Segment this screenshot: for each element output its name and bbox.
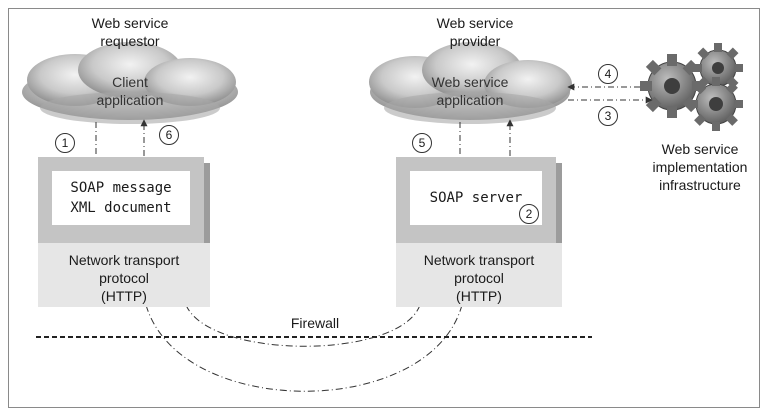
firewall-label: Firewall	[290, 315, 340, 331]
gears-icon	[640, 43, 743, 131]
step-1-marker: 1	[55, 133, 75, 153]
requestor-title-line2: requestor	[100, 33, 160, 49]
ws-application-label: Web service application	[415, 73, 525, 109]
step-3-marker: 3	[598, 106, 618, 126]
soap-message-line1: SOAP message	[70, 180, 172, 196]
soap-server-box: SOAP server	[410, 171, 542, 225]
provider-transport-panel: Network transport protocol (HTTP)	[396, 243, 562, 307]
step-5-marker: 5	[412, 133, 432, 153]
prov-transport-line3: (HTTP)	[456, 288, 502, 304]
provider-title-line1: Web service	[436, 15, 514, 31]
client-line2: application	[96, 92, 164, 108]
req-transport-line2: protocol	[99, 270, 149, 286]
network-inner-curve	[185, 304, 421, 347]
impl-line3: infrastructure	[659, 177, 741, 193]
requestor-title: Web service requestor	[70, 14, 190, 50]
provider-title-line2: provider	[449, 33, 501, 49]
req-transport-line3: (HTTP)	[101, 288, 147, 304]
impl-line1: Web service	[661, 141, 739, 157]
step-6-marker: 6	[159, 125, 179, 145]
impl-line2: implementation	[652, 159, 748, 175]
provider-cloud-icon	[369, 42, 572, 124]
ws-app-line1: Web service	[431, 74, 509, 90]
step-2-marker: 2	[519, 204, 539, 224]
network-outer-curve	[145, 304, 463, 392]
ws-app-line2: application	[436, 92, 504, 108]
soap-message-line2: XML document	[70, 200, 172, 216]
requestor-stack: SOAP message XML document Network transp…	[38, 157, 210, 307]
provider-title: Web service provider	[415, 14, 535, 50]
step-4-marker: 4	[598, 64, 618, 84]
prov-transport-line2: protocol	[454, 270, 504, 286]
client-line1: Client	[112, 74, 148, 90]
client-application-label: Client application	[80, 73, 180, 109]
prov-transport-line1: Network transport	[423, 252, 535, 268]
requestor-cloud-icon	[22, 42, 238, 124]
provider-stack: SOAP server Network transport protocol (…	[396, 157, 562, 307]
provider-stack-shadow	[556, 163, 562, 243]
soap-server-label: SOAP server	[429, 190, 523, 206]
soap-message-box: SOAP message XML document	[52, 171, 190, 225]
requestor-transport-panel: Network transport protocol (HTTP)	[38, 243, 210, 307]
requestor-stack-shadow	[204, 163, 210, 243]
requestor-title-line1: Web service	[91, 15, 169, 31]
implementation-label: Web service implementation infrastructur…	[636, 140, 764, 194]
req-transport-line1: Network transport	[68, 252, 180, 268]
